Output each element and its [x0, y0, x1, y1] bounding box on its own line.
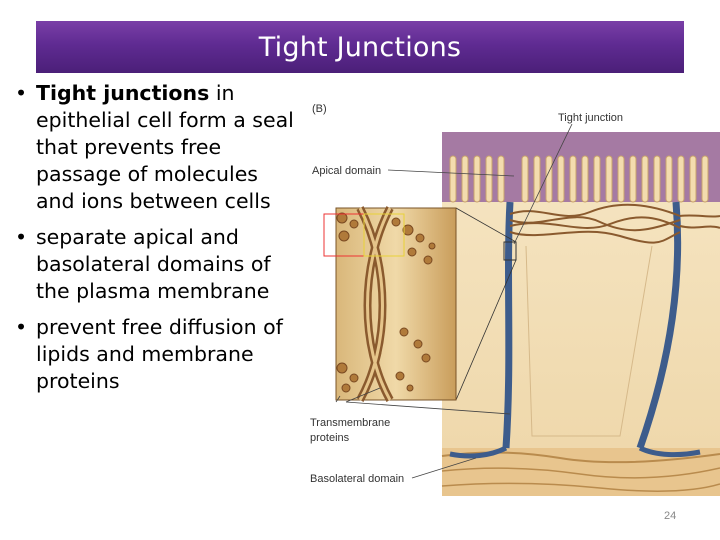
bullet-text: separate apical and basolateral domains … — [36, 225, 271, 303]
bullet-marker: • — [15, 315, 28, 339]
bullet-item: • separate apical and basolateral domain… — [12, 224, 302, 305]
lateral-membrane-left — [502, 201, 514, 449]
bullet-text: prevent free diffusion of lipids and mem… — [36, 315, 283, 393]
lateral-membrane-right — [636, 201, 682, 450]
magnified-inset — [323, 206, 457, 402]
zoom-highlight-box — [503, 241, 517, 261]
tight-junction-label: Tight junction — [558, 112, 623, 124]
bullet-item: • Tight junctions in epithelial cell for… — [12, 80, 302, 215]
tight-junction-figure: (B) — [310, 103, 720, 496]
slide-title: Tight Junctions — [258, 31, 462, 63]
basolateral-domain-label: Basolateral domain — [310, 473, 404, 485]
apical-domain-label: Apical domain — [312, 165, 381, 177]
transmembrane-label-line1: Transmembrane — [310, 417, 390, 429]
page-number: 24 — [664, 510, 677, 522]
microvilli — [449, 155, 709, 203]
bullet-marker: • — [15, 81, 28, 105]
bullet-item: • prevent free diffusion of lipids and m… — [12, 314, 302, 395]
bullet-list: • Tight junctions in epithelial cell for… — [12, 80, 302, 404]
bullet-bold-text: Tight junctions — [36, 81, 210, 105]
bullet-marker: • — [15, 225, 28, 249]
slide-title-bar: Tight Junctions — [36, 21, 684, 73]
transmembrane-label-line2: proteins — [310, 432, 350, 444]
tight-junction-strands — [509, 203, 720, 244]
panel-label: (B) — [312, 103, 327, 115]
bullet-text: in epithelial cell form a seal that prev… — [36, 81, 294, 213]
leader-lines — [335, 123, 573, 479]
